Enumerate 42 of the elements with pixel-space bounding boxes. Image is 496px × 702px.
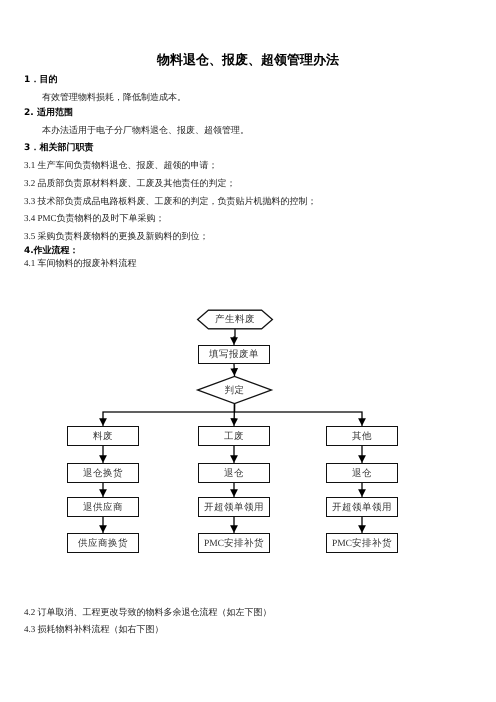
- body-text: 3.5 采购负责料废物料的更换及新购料的到位；: [24, 231, 208, 242]
- arrow: [234, 404, 366, 426]
- body-text: 4.3 损耗物料补料流程（如右下图）: [24, 624, 164, 635]
- body-text: 4.2 订单取消、工程更改导致的物料多余退仓流程（如左下图）: [24, 607, 272, 618]
- arrow: [230, 483, 238, 497]
- arrow: [230, 517, 238, 533]
- process-box: PMC安排补货: [326, 533, 398, 553]
- arrow: [230, 446, 238, 463]
- section-heading: 3．相关部门职责: [24, 143, 94, 154]
- section-heading: 1．目的: [24, 75, 58, 86]
- body-text: 3.3 技术部负责成品电路板料废、工废和的判定，负责贴片机抛料的控制；: [24, 196, 316, 207]
- process-box: 料废: [67, 426, 139, 446]
- arrow: [99, 517, 107, 533]
- arrow: [230, 329, 238, 345]
- decision-diamond: 判定: [197, 376, 272, 404]
- process-box: 工废: [198, 426, 270, 446]
- body-text: 3.1 生产车间负责物料退仓、报废、超领的申请；: [24, 160, 218, 171]
- process-box: 供应商换货: [67, 533, 139, 553]
- body-text: 4.1 车间物料的报废补料流程: [24, 258, 136, 269]
- start-hexagon: 产生料废: [197, 310, 273, 329]
- title: 物料退仓、报废、超领管理办法: [156, 53, 340, 68]
- arrow: [230, 364, 238, 376]
- process-box: 其他: [326, 426, 398, 446]
- process-box: 填写报废单: [198, 345, 270, 364]
- arrow: [99, 483, 107, 497]
- body-text: 有效管理物料损耗，降低制造成本。: [42, 92, 186, 103]
- body-text: 3.4 PMC负责物料的及时下单采购；: [24, 213, 165, 224]
- process-box: 退仓: [326, 463, 398, 483]
- arrow: [358, 483, 366, 497]
- process-box: 退仓: [198, 463, 270, 483]
- section-heading: 2. 适用范围: [24, 108, 73, 119]
- process-box: 退供应商: [67, 497, 139, 517]
- arrow: [358, 517, 366, 533]
- process-box: 开超领单领用: [198, 497, 270, 517]
- process-box: PMC安排补货: [198, 533, 270, 553]
- process-box: 退仓换货: [67, 463, 139, 483]
- body-text: 本办法适用于电子分厂物料退仓、报废、超领管理。: [42, 125, 249, 136]
- process-box: 开超领单领用: [326, 497, 398, 517]
- body-text: 3.2 品质部负责原材料料废、工废及其他责任的判定；: [24, 178, 236, 189]
- arrow: [358, 446, 366, 463]
- section-heading: 4.作业流程：: [24, 246, 79, 257]
- arrow: [99, 446, 107, 463]
